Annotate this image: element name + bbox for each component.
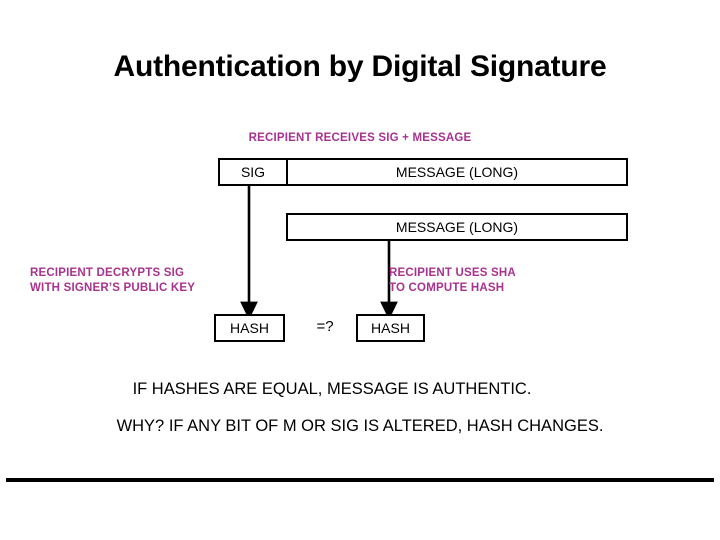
annotation-decrypt-sig: RECIPIENT DECRYPTS SIG WITH SIGNER’S PUB… <box>30 266 195 296</box>
box-hash-computed: HASH <box>356 314 425 342</box>
annotation-decrypt-sig-line1: RECIPIENT DECRYPTS SIG <box>30 267 185 279</box>
annotation-compute-hash-line1: RECIPIENT USES SHA <box>389 267 516 279</box>
annotation-decrypt-sig-line2: WITH SIGNER’S PUBLIC KEY <box>30 282 196 294</box>
conclusion-line-2: WHY? IF ANY BIT OF M OR SIG IS ALTERED, … <box>116 417 604 435</box>
box-sig: SIG <box>218 158 288 186</box>
annotation-compute-hash: RECIPIENT USES SHA TO COMPUTE HASH <box>389 266 516 296</box>
annotation-compute-hash-line2: TO COMPUTE HASH <box>389 282 505 294</box>
box-message-middle: MESSAGE (LONG) <box>286 213 628 241</box>
box-message-top: MESSAGE (LONG) <box>286 158 628 186</box>
box-hash-decrypted: HASH <box>214 314 285 342</box>
bottom-divider <box>6 478 714 482</box>
annotation-recipient-receives: RECIPIENT RECEIVES SIG + MESSAGE <box>248 132 472 144</box>
conclusion-line-1: IF HASHES ARE EQUAL, MESSAGE IS AUTHENTI… <box>132 380 532 398</box>
comparison-operator: =? <box>316 318 334 335</box>
page-title: Authentication by Digital Signature <box>113 50 607 83</box>
